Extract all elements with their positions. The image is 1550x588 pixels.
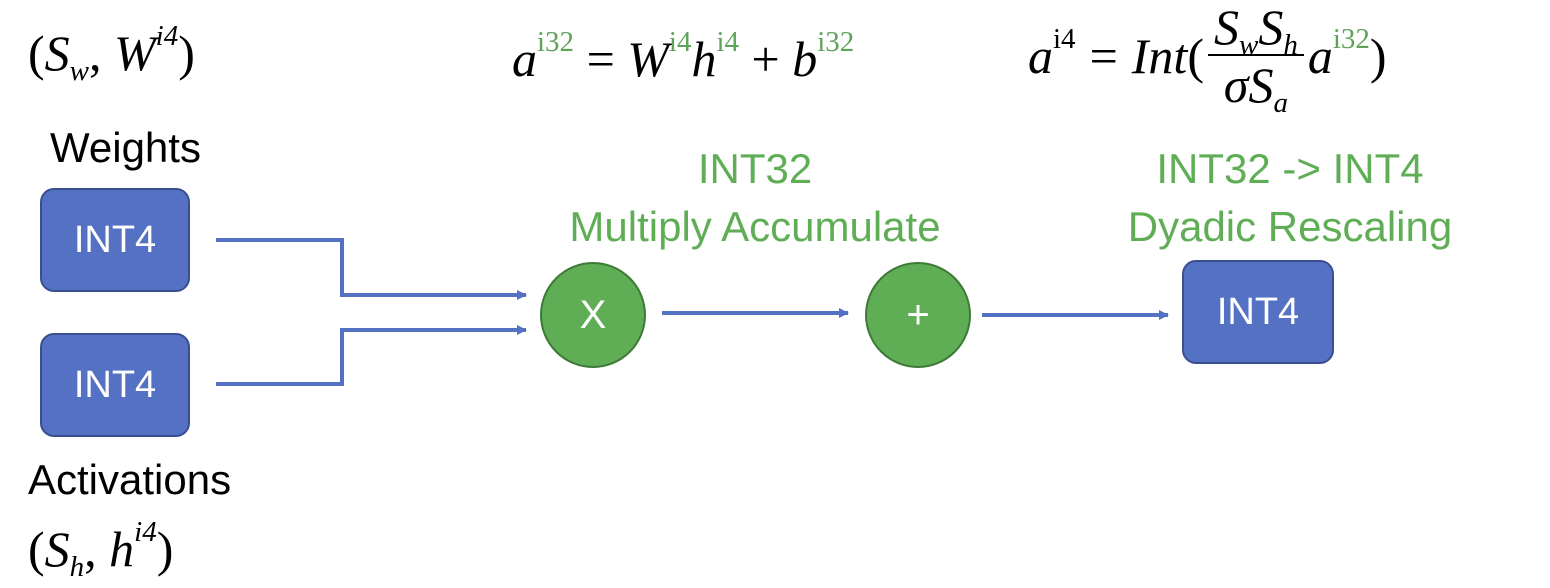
rescale-label-line2: Dyadic Rescaling [1127,203,1453,250]
weights-tensor-symbol: W [114,25,156,81]
eq-acc-b-sup: i32 [817,26,855,59]
weights-tensor-sup: i4 [155,20,179,53]
eq-res-fraction: SwSh σSa [1207,0,1304,118]
activations-to-multiply-arrow [216,325,527,386]
add-node: + [865,262,971,368]
eq-res-den-s: S [1248,57,1274,113]
act-scale-sub: h [69,551,85,584]
eq-res-a-sup: i32 [1332,23,1370,56]
eq-acc-w-sup: i4 [668,26,692,59]
mac-label-line2: Multiply Accumulate [569,203,941,250]
act-tensor-symbol: h [109,521,135,577]
act-scale-symbol: S [44,521,70,577]
multiply-node: X [540,262,646,368]
mac-label-line1: INT32 [697,145,813,192]
eq-acc-w: W [627,31,669,87]
weights-label: Weights [50,124,201,171]
activations-int4-box: INT4 [40,333,190,437]
eq-res-num-s2-sub: h [1283,29,1298,62]
eq-acc-h-sup: i4 [716,26,740,59]
eq-acc-lhs: a [512,31,537,87]
eq-res-lhs: a [1028,28,1053,84]
eq-res-func: Int [1131,28,1188,84]
eq-res-a: a [1307,28,1333,84]
eq-acc-lhs-sup: i32 [537,26,575,59]
weights-scale-symbol: S [44,25,70,81]
weights-int4-box: INT4 [40,188,190,292]
eq-acc-h: h [691,31,717,87]
weights-to-multiply-arrow [216,238,527,300]
mac-label: INT32 Multiply Accumulate [540,140,970,256]
eq-res-num-s1-sub: w [1238,29,1259,62]
eq-res-num-s2: S [1258,0,1284,55]
eq-acc-b: b [792,31,818,87]
weights-quant-params: (Sw, Wi4) [28,20,195,88]
eq-res-den-s-sub: a [1273,87,1288,120]
act-tensor-sup: i4 [134,516,157,549]
activations-quant-params: (Sh, hi4) [28,516,174,584]
accumulate-equation: ai32 = Wi4hi4 + bi32 [512,26,855,87]
output-int4-box: INT4 [1182,260,1334,364]
eq-res-num-s1: S [1213,0,1239,55]
weights-scale-sub: w [69,55,89,88]
rescale-label-line1: INT32 -> INT4 [1156,145,1424,192]
rescale-label: INT32 -> INT4 Dyadic Rescaling [1090,140,1490,256]
activations-label: Activations [28,456,232,503]
eq-res-den-sigma: σ [1223,57,1249,113]
rescale-equation: ai4 = Int( SwSh σSa ai32) [1028,0,1387,120]
eq-res-lhs-sup: i4 [1053,23,1076,56]
